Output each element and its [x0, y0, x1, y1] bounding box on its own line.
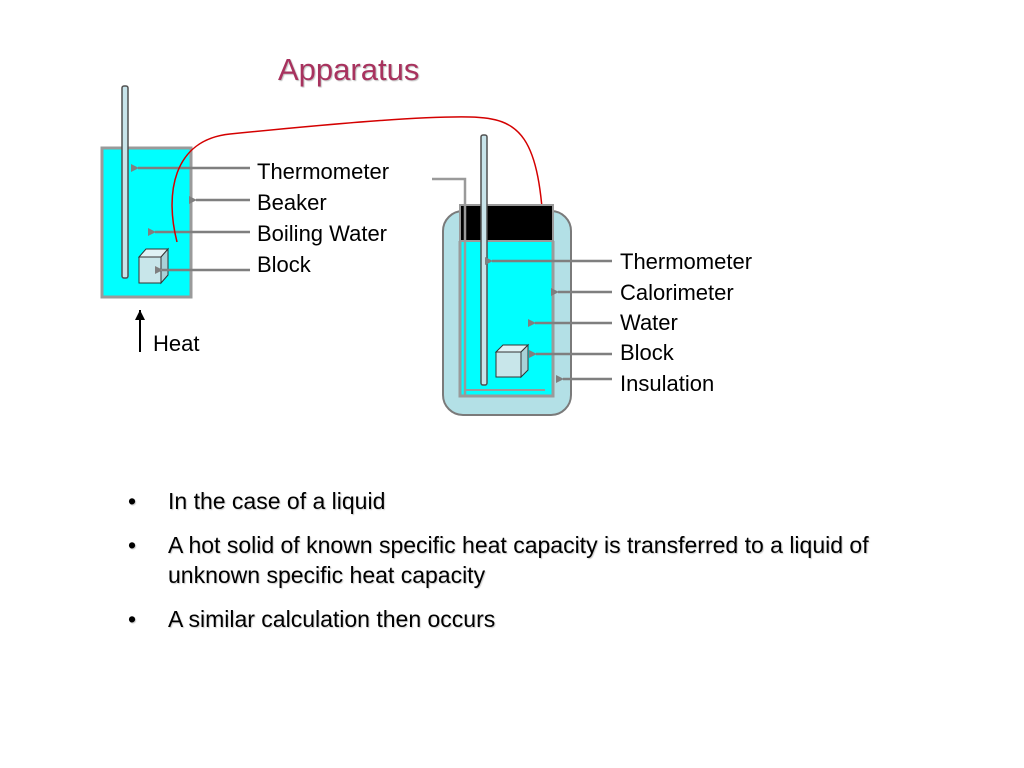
bullet-text: In the case of a liquid — [168, 488, 386, 514]
apparatus-diagram — [100, 85, 612, 416]
label-right-block: Block — [620, 340, 674, 365]
left-block — [137, 247, 170, 285]
label-right-thermometer: Thermometer — [620, 249, 753, 274]
label-calorimeter: Calorimeter — [620, 280, 734, 305]
connector-elbow — [432, 177, 467, 395]
label-insulation: Insulation — [620, 371, 715, 396]
slide-title: Apparatus — [278, 52, 420, 87]
transfer-arrow — [171, 116, 549, 243]
right-thermometer — [480, 134, 488, 386]
bullet-list: • In the case of a liquid • A hot solid of… — [128, 486, 908, 647]
left-thermometer — [121, 85, 129, 279]
label-left-thermometer: Thermometer — [257, 159, 390, 184]
bullet-glyph: • — [128, 488, 137, 514]
label-beaker: Beaker — [257, 190, 327, 215]
bullet-text: A hot solid of known specific heat capac… — [168, 531, 869, 589]
bullet-text: A similar calculation then occurs — [168, 605, 496, 632]
bullet-glyph: • — [128, 531, 137, 558]
right-block — [494, 343, 530, 379]
bullet-item: • In the case of a liquid — [128, 486, 908, 517]
label-boiling-water: Boiling Water — [257, 221, 388, 246]
label-left-block: Block — [257, 252, 311, 277]
bullet-item: • A hot solid of known specific heat capa… — [128, 530, 908, 591]
calorimeter-lid — [459, 204, 554, 242]
calorimeter-cup — [458, 241, 555, 398]
label-heat: Heat — [153, 331, 200, 356]
bullet-glyph: • — [128, 605, 137, 632]
label-water: Water — [620, 310, 678, 335]
bullet-item: • A similar calculation then occurs — [128, 604, 908, 635]
